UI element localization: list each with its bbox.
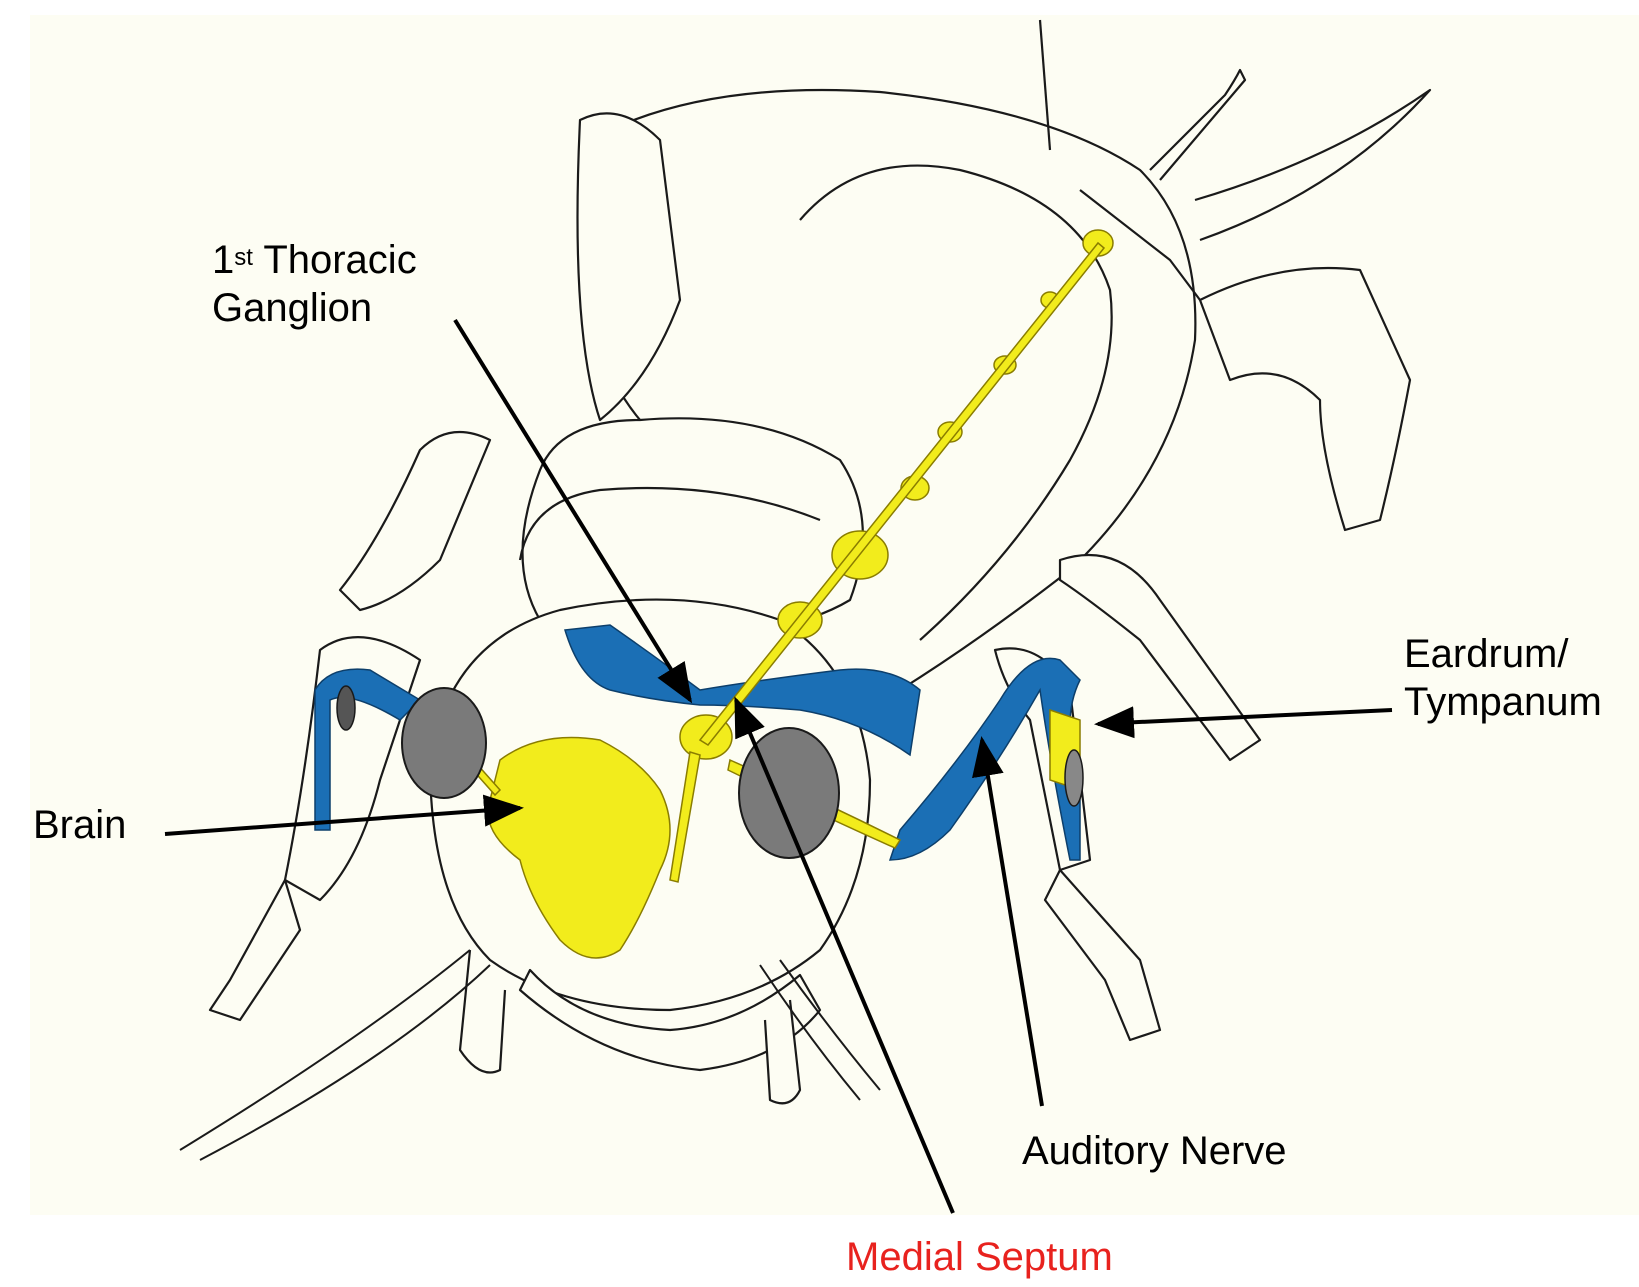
right-tympanum: [1065, 750, 1083, 806]
label-medial-septum: Medial Septum: [846, 1233, 1113, 1281]
eye-left: [402, 688, 486, 798]
label-brain: Brain: [33, 801, 126, 849]
label-eardrum-tympanum: Eardrum/Tympanum: [1404, 630, 1602, 726]
label-auditory-nerve: Auditory Nerve: [1022, 1127, 1287, 1175]
left-tympanum: [337, 686, 355, 730]
